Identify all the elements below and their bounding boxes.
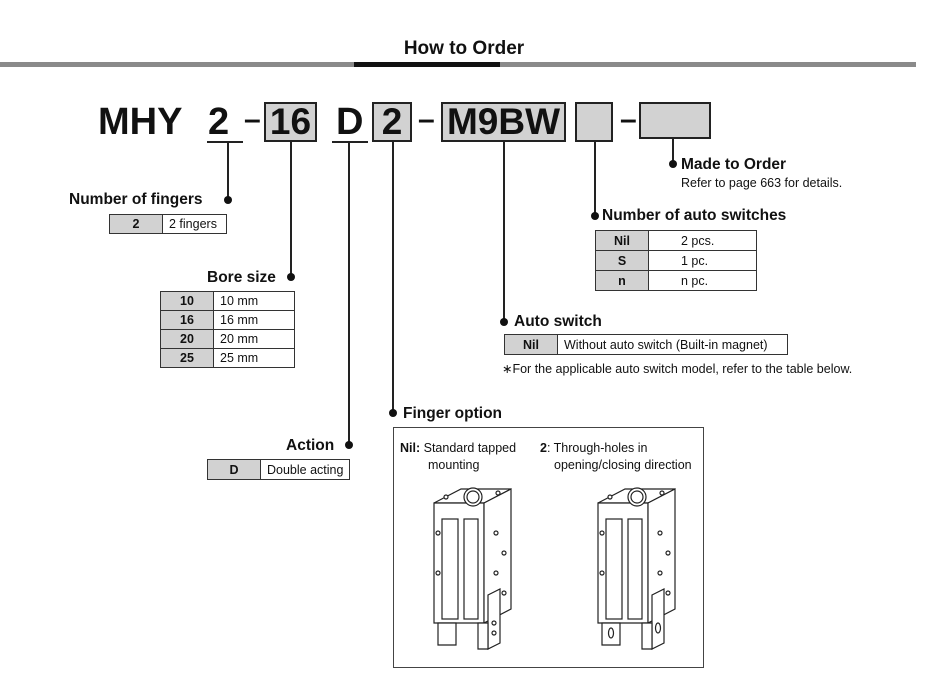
code-fingers: 2: [208, 101, 230, 143]
bore-desc: 16 mm: [213, 310, 295, 330]
switch-label: Auto switch: [514, 313, 602, 330]
code-dash-3: –: [620, 103, 637, 136]
code-dash-1: –: [244, 103, 261, 136]
option-nil-line1: Standard tapped: [423, 441, 517, 455]
action-leader: [348, 141, 350, 446]
table-row: Nil 2 pcs.: [595, 230, 757, 251]
table-row: 16 16 mm: [160, 310, 295, 330]
fingers-code: 2: [109, 214, 163, 234]
option-leader: [392, 142, 394, 414]
option-two-line2: opening/closing direction: [554, 458, 692, 472]
bore-code: 20: [160, 329, 214, 349]
table-row: S 1 pc.: [595, 250, 757, 271]
title-rule-accent: [354, 62, 500, 67]
switch-count-leader: [594, 142, 596, 217]
switch-note: ∗For the applicable auto switch model, r…: [502, 362, 853, 376]
switch-count-code: Nil: [595, 230, 649, 251]
switch-count-table: Nil 2 pcs. S 1 pc. n n pc.: [595, 230, 757, 291]
switch-count-desc: n pc.: [648, 270, 757, 291]
bore-desc: 20 mm: [213, 329, 295, 349]
switch-dot: [500, 318, 508, 326]
gripper-through-hole-illustration: [597, 487, 676, 650]
switch-table: Nil Without auto switch (Built-in magnet…: [504, 334, 788, 355]
bore-code: 25: [160, 348, 214, 368]
switch-count-label: Number of auto switches: [602, 207, 787, 224]
table-row: 2 2 fingers: [109, 214, 227, 234]
bore-dot: [287, 273, 295, 281]
switch-count-dot: [591, 212, 599, 220]
action-label: Action: [286, 437, 335, 454]
bore-table: 10 10 mm 16 16 mm 20 20 mm 25 25 mm: [160, 291, 295, 368]
fingers-dot: [224, 196, 232, 204]
action-table: D Double acting: [207, 459, 350, 480]
finger-option-panel: Nil: Standard tapped mounting 2: Through…: [393, 427, 704, 668]
bore-code: 10: [160, 291, 214, 311]
option-two-line1: : Through-holes in: [546, 441, 648, 455]
code-bore-box: 16: [264, 101, 317, 142]
option-nil-key: Nil:: [400, 441, 421, 455]
made-to-order-leader: [672, 139, 674, 167]
option-nil-line2: mounting: [428, 458, 480, 472]
option-nil-text: Nil: Standard tapped: [400, 441, 516, 455]
table-row: D Double acting: [207, 459, 350, 480]
option-dot: [389, 409, 397, 417]
switch-count-desc: 2 pcs.: [648, 230, 757, 251]
option-two-text: 2: Through-holes in: [540, 441, 647, 455]
table-row: Nil Without auto switch (Built-in magnet…: [504, 334, 788, 355]
action-desc: Double acting: [260, 459, 350, 480]
code-dash-2: –: [418, 103, 435, 136]
made-to-order-dot: [669, 160, 677, 168]
fingers-desc: 2 fingers: [162, 214, 227, 234]
table-row: n n pc.: [595, 270, 757, 291]
code-made-to-order-box: [639, 102, 711, 139]
switch-count-code: S: [595, 250, 649, 271]
bore-desc: 25 mm: [213, 348, 295, 368]
code-action: D: [336, 101, 364, 143]
fingers-underline: [207, 141, 243, 143]
made-to-order-note: Refer to page 663 for details.: [681, 176, 843, 190]
code-switch-count-box: [575, 102, 613, 142]
table-row: 10 10 mm: [160, 291, 295, 311]
made-to-order-label: Made to Order: [681, 156, 787, 173]
action-dot: [345, 441, 353, 449]
bore-desc: 10 mm: [213, 291, 295, 311]
switch-count-code: n: [595, 270, 649, 291]
bore-code: 16: [160, 310, 214, 330]
gripper-standard-illustration: [433, 487, 512, 650]
option-label: Finger option: [403, 405, 503, 422]
switch-code: Nil: [504, 334, 558, 355]
switch-desc: Without auto switch (Built-in magnet): [557, 334, 788, 355]
switch-leader: [503, 142, 505, 322]
fingers-label: Number of fingers: [69, 191, 203, 208]
code-series: MHY: [98, 101, 183, 143]
fingers-table: 2 2 fingers: [109, 214, 227, 234]
code-option-box: 2: [372, 101, 412, 142]
code-switch-box: M9BW: [441, 101, 566, 142]
table-row: 25 25 mm: [160, 348, 295, 368]
fingers-leader: [227, 141, 229, 201]
action-underline: [332, 141, 368, 143]
page-title: How to Order: [403, 38, 525, 59]
table-row: 20 20 mm: [160, 329, 295, 349]
switch-count-desc: 1 pc.: [648, 250, 757, 271]
option-two-key: 2: [540, 441, 547, 455]
bore-label: Bore size: [207, 269, 276, 286]
bore-leader: [290, 142, 292, 278]
action-code: D: [207, 459, 261, 480]
